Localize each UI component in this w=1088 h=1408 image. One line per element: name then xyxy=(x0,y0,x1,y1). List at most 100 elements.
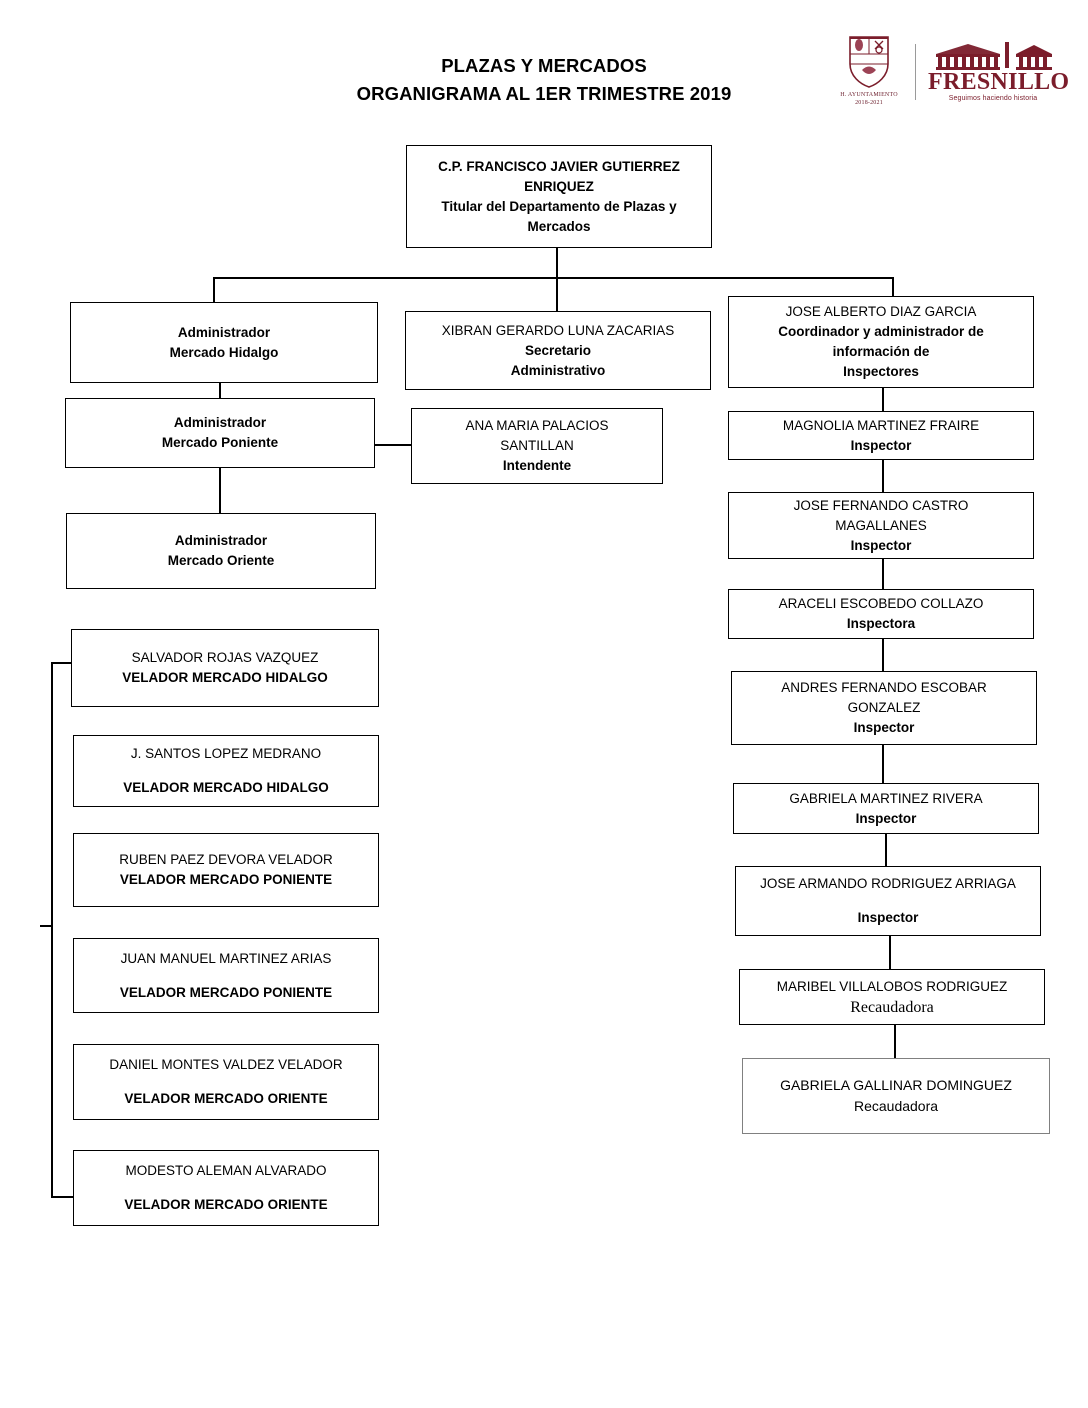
velador-3-name: JUAN MANUEL MARTINEZ ARIAS xyxy=(120,950,332,966)
inspector-4-role: Inspector xyxy=(855,810,917,826)
intendente-name-2: SANTILLAN xyxy=(500,438,574,453)
node-secretario-administrativo[interactable]: XIBRAN GERARDO LUNA ZACARIAS Secretario … xyxy=(405,311,711,390)
velador-5-name: MODESTO ALEMAN ALVARADO xyxy=(125,1163,327,1178)
admin-poniente-line-2: Mercado Poniente xyxy=(161,435,279,450)
inspector-1-role: Inspector xyxy=(850,537,912,553)
coordinador-role-2: información de xyxy=(832,344,930,359)
node-coordinador-inspectores[interactable]: JOSE ALBERTO DIAZ GARCIA Coordinador y a… xyxy=(728,296,1034,388)
crest-caption-line-1: H. AYUNTAMIENTO xyxy=(840,92,898,98)
connector-velador-mid-stub xyxy=(40,925,53,927)
node-velador-1[interactable]: J. SANTOS LOPEZ MEDRANO VELADOR MERCADO H… xyxy=(73,735,379,807)
director-line-3: Titular del Departamento de Plazas y xyxy=(441,198,677,214)
velador-4-role: VELADOR MERCADO ORIENTE xyxy=(124,1091,328,1106)
node-velador-0[interactable]: SALVADOR ROJAS VAZQUEZ VELADOR MERCADO HI… xyxy=(71,629,379,707)
fresnillo-wordmark: FRESNILLO xyxy=(928,69,1070,95)
admin-poniente-line-1: Administrador xyxy=(173,415,267,430)
inspector-3-role: Inspector xyxy=(853,720,915,735)
node-admin-mercado-oriente[interactable]: Administrador Mercado Oriente xyxy=(66,513,376,589)
recaudadora-gallinar-name: GABRIELA GALLINAR DOMINGUEZ xyxy=(780,1077,1012,1093)
connector-drop-hidalgo xyxy=(213,277,215,302)
node-velador-2[interactable]: RUBEN PAEZ DEVORA VELADOR VELADOR MERCADO… xyxy=(73,833,379,907)
connector-poniente-oriente xyxy=(219,468,221,513)
velador-0-name: SALVADOR ROJAS VAZQUEZ xyxy=(131,650,319,665)
inspector-6-role: Recaudadora xyxy=(850,998,934,1016)
inspector-6-name-1: MARIBEL VILLALOBOS RODRIGUEZ xyxy=(776,978,1008,994)
connector-insp-2 xyxy=(882,559,884,589)
inspector-4-name-1: GABRIELA MARTINEZ RIVERA xyxy=(789,790,983,806)
admin-oriente-line-1: Administrador xyxy=(174,533,268,548)
node-director[interactable]: C.P. FRANCISCO JAVIER GUTIERREZ ENRIQUEZ… xyxy=(406,145,712,248)
admin-hidalgo-line-2: Mercado Hidalgo xyxy=(169,344,279,360)
title-line-2: ORGANIGRAMA AL 1ER TRIMESTRE 2019 xyxy=(356,83,732,104)
connector-velador-spine xyxy=(51,662,53,1197)
connector-insp-1 xyxy=(882,460,884,492)
recaudadora-gallinar-role: Recaudadora xyxy=(853,1098,939,1114)
node-inspector-1[interactable]: JOSE FERNANDO CASTRO MAGALLANES Inspector xyxy=(728,492,1034,559)
coat-of-arms-icon: H. AYUNTAMIENTO 2018-2021 xyxy=(836,34,902,114)
node-admin-mercado-poniente[interactable]: Administrador Mercado Poniente xyxy=(65,398,375,468)
coordinador-name: JOSE ALBERTO DIAZ GARCIA xyxy=(785,304,977,319)
inspector-3-name-2: GONZALEZ xyxy=(847,700,921,715)
inspector-5-role: Inspector xyxy=(857,910,919,925)
aqueduct-icon xyxy=(936,42,1052,70)
connector-insp-6 xyxy=(889,936,891,969)
connector-insp-3 xyxy=(882,639,884,671)
node-inspector-3[interactable]: ANDRES FERNANDO ESCOBAR GONZALEZ Inspector xyxy=(731,671,1037,745)
node-velador-4[interactable]: DANIEL MONTES VALDEZ VELADOR VELADOR MERC… xyxy=(73,1044,379,1120)
logo-area: H. AYUNTAMIENTO 2018-2021 xyxy=(836,34,1070,114)
velador-2-name: RUBEN PAEZ DEVORA VELADOR xyxy=(119,852,333,867)
intendente-role: Intendente xyxy=(502,458,572,473)
inspector-1-name-1: JOSE FERNANDO CASTRO xyxy=(793,497,969,513)
velador-1-name: J. SANTOS LOPEZ MEDRANO xyxy=(130,746,322,761)
inspector-2-role: Inspectora xyxy=(846,616,916,631)
connector-drop-coordinador xyxy=(892,277,894,296)
node-velador-3[interactable]: JUAN MANUEL MARTINEZ ARIAS VELADOR MERCAD… xyxy=(73,938,379,1013)
director-line-4: Mercados xyxy=(527,218,591,234)
velador-0-role: VELADOR MERCADO HIDALGO xyxy=(122,670,328,685)
logo-divider xyxy=(915,44,916,100)
connector-poniente-intendente xyxy=(375,444,412,446)
node-inspector-5[interactable]: JOSE ARMANDO RODRIGUEZ ARRIAGA Inspector xyxy=(735,866,1041,936)
node-intendente[interactable]: ANA MARIA PALACIOS SANTILLAN Intendente xyxy=(411,408,663,484)
velador-3-role: VELADOR MERCADO PONIENTE xyxy=(119,984,333,1000)
crest-caption-line-2: 2018-2021 xyxy=(855,100,883,106)
secretario-role-2: Administrativo xyxy=(510,362,606,378)
secretario-name: XIBRAN GERARDO LUNA ZACARIAS xyxy=(441,322,675,338)
crest-caption: H. AYUNTAMIENTO 2018-2021 xyxy=(836,91,902,107)
inspector-3-name-1: ANDRES FERNANDO ESCOBAR xyxy=(781,680,987,695)
connector-insp-4 xyxy=(882,745,884,783)
velador-5-role: VELADOR MERCADO ORIENTE xyxy=(124,1197,328,1212)
admin-oriente-line-2: Mercado Oriente xyxy=(167,553,275,568)
director-line-1: C.P. FRANCISCO JAVIER GUTIERREZ xyxy=(438,158,680,174)
connector-hidalgo-poniente xyxy=(219,383,221,398)
inspector-5-name-1: JOSE ARMANDO RODRIGUEZ ARRIAGA xyxy=(760,876,1016,891)
inspector-1-name-2: MAGALLANES xyxy=(835,517,927,533)
node-recaudadora-gallinar[interactable]: GABRIELA GALLINAR DOMINGUEZ Recaudadora xyxy=(742,1058,1050,1134)
page-title: PLAZAS Y MERCADOS ORGANIGRAMA AL 1ER TRI… xyxy=(0,52,1088,108)
velador-2-role: VELADOR MERCADO PONIENTE xyxy=(119,872,333,887)
connector-insp-0 xyxy=(882,388,884,411)
connector-insp-5 xyxy=(885,834,887,866)
inspector-0-role: Inspector xyxy=(850,437,912,453)
fresnillo-tagline: Seguimos haciendo historia xyxy=(948,95,1038,102)
velador-4-name: DANIEL MONTES VALDEZ VELADOR xyxy=(109,1057,343,1072)
node-admin-mercado-hidalgo[interactable]: Administrador Mercado Hidalgo xyxy=(70,302,378,383)
node-inspector-0[interactable]: MAGNOLIA MARTINEZ FRAIRE Inspector xyxy=(728,411,1034,460)
secretario-role-1: Secretario xyxy=(524,342,592,358)
coordinador-role-3: Inspectores xyxy=(843,364,919,379)
node-inspector-4[interactable]: GABRIELA MARTINEZ RIVERA Inspector xyxy=(733,783,1039,834)
admin-hidalgo-line-1: Administrador xyxy=(177,324,271,340)
node-inspector-6[interactable]: MARIBEL VILLALOBOS RODRIGUEZ Recaudadora xyxy=(739,969,1045,1025)
connector-level2-bus xyxy=(213,277,894,279)
velador-1-role: VELADOR MERCADO HIDALGO xyxy=(123,780,329,795)
director-line-2: ENRIQUEZ xyxy=(524,178,594,194)
fresnillo-logo: FRESNILLO Seguimos haciendo historia xyxy=(928,40,1070,110)
node-velador-5[interactable]: MODESTO ALEMAN ALVARADO VELADOR MERCADO O… xyxy=(73,1150,379,1226)
title-line-1: PLAZAS Y MERCADOS xyxy=(441,55,647,76)
inspector-0-name-1: MAGNOLIA MARTINEZ FRAIRE xyxy=(782,417,980,433)
connector-velador-top-stub xyxy=(51,662,73,664)
connector-director-stem xyxy=(556,248,558,278)
connector-drop-secretario xyxy=(556,277,558,311)
